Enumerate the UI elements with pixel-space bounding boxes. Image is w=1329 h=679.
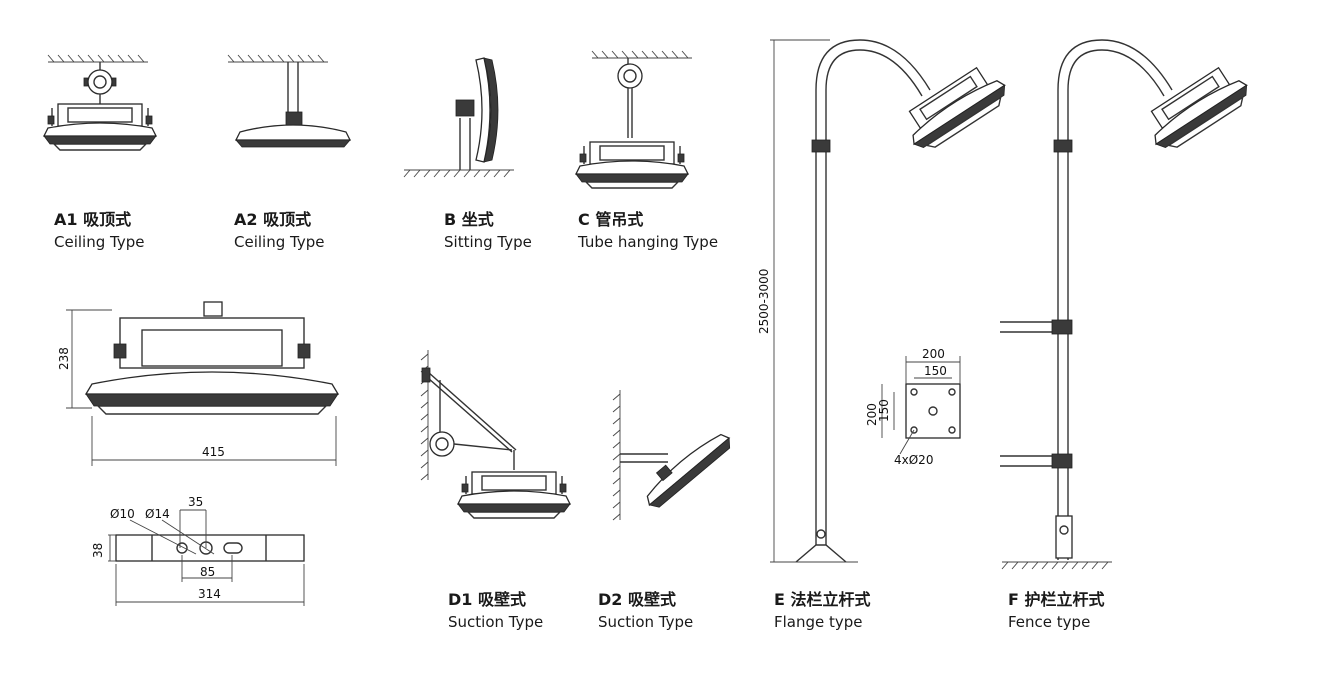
flange-outer-width-dimension: 200 [922, 347, 945, 361]
flange-inner-width-dimension: 150 [924, 364, 947, 378]
bracket-length-dimension: 314 [198, 587, 221, 601]
fixture-height-dimension: 238 [57, 347, 71, 370]
caption-d2: D2 吸壁式 Suction Type [598, 590, 694, 631]
b-sitting-mount-drawing [403, 57, 515, 178]
bracket-height-dimension: 38 [91, 542, 105, 558]
caption-a1: A1 吸顶式 Ceiling Type [54, 210, 145, 251]
caption-b: B 坐式 Sitting Type [444, 210, 532, 251]
bracket-hole-span-dimension: 85 [200, 565, 216, 579]
bracket-small-diameter-dimension: Ø10 [110, 507, 135, 521]
bracket-large-diameter-dimension: Ø14 [145, 507, 170, 521]
a2-ceiling-mount-drawing [227, 54, 352, 148]
d1-wall-mount-drawing [420, 349, 571, 519]
caption-f: F 护栏立杆式 Fence type [1008, 590, 1105, 631]
caption-e: E 法栏立杆式 Flange type [774, 590, 871, 631]
a1-ceiling-mount-drawing [43, 54, 157, 151]
caption-c: C 管吊式 Tube hanging Type [578, 210, 719, 251]
fixture-front-view [66, 301, 340, 466]
caption-a2: A2 吸顶式 Ceiling Type [234, 210, 325, 251]
c-tube-hanging-drawing [575, 50, 693, 189]
caption-d1: D1 吸壁式 Suction Type [448, 590, 544, 631]
pole-height-dimension: 2500-3000 [757, 268, 771, 334]
bracket-hole-offset-dimension: 35 [188, 495, 204, 509]
mounting-bracket-drawing [108, 509, 305, 606]
flange-inner-height-dimension: 150 [877, 399, 891, 422]
f-fence-pole-drawing [1000, 39, 1255, 570]
fixture-width-dimension: 415 [202, 445, 225, 459]
e-flange-pole-drawing [770, 39, 1013, 563]
d2-wall-mount-drawing [612, 389, 731, 521]
flange-holes-dimension: 4xØ20 [894, 453, 934, 467]
